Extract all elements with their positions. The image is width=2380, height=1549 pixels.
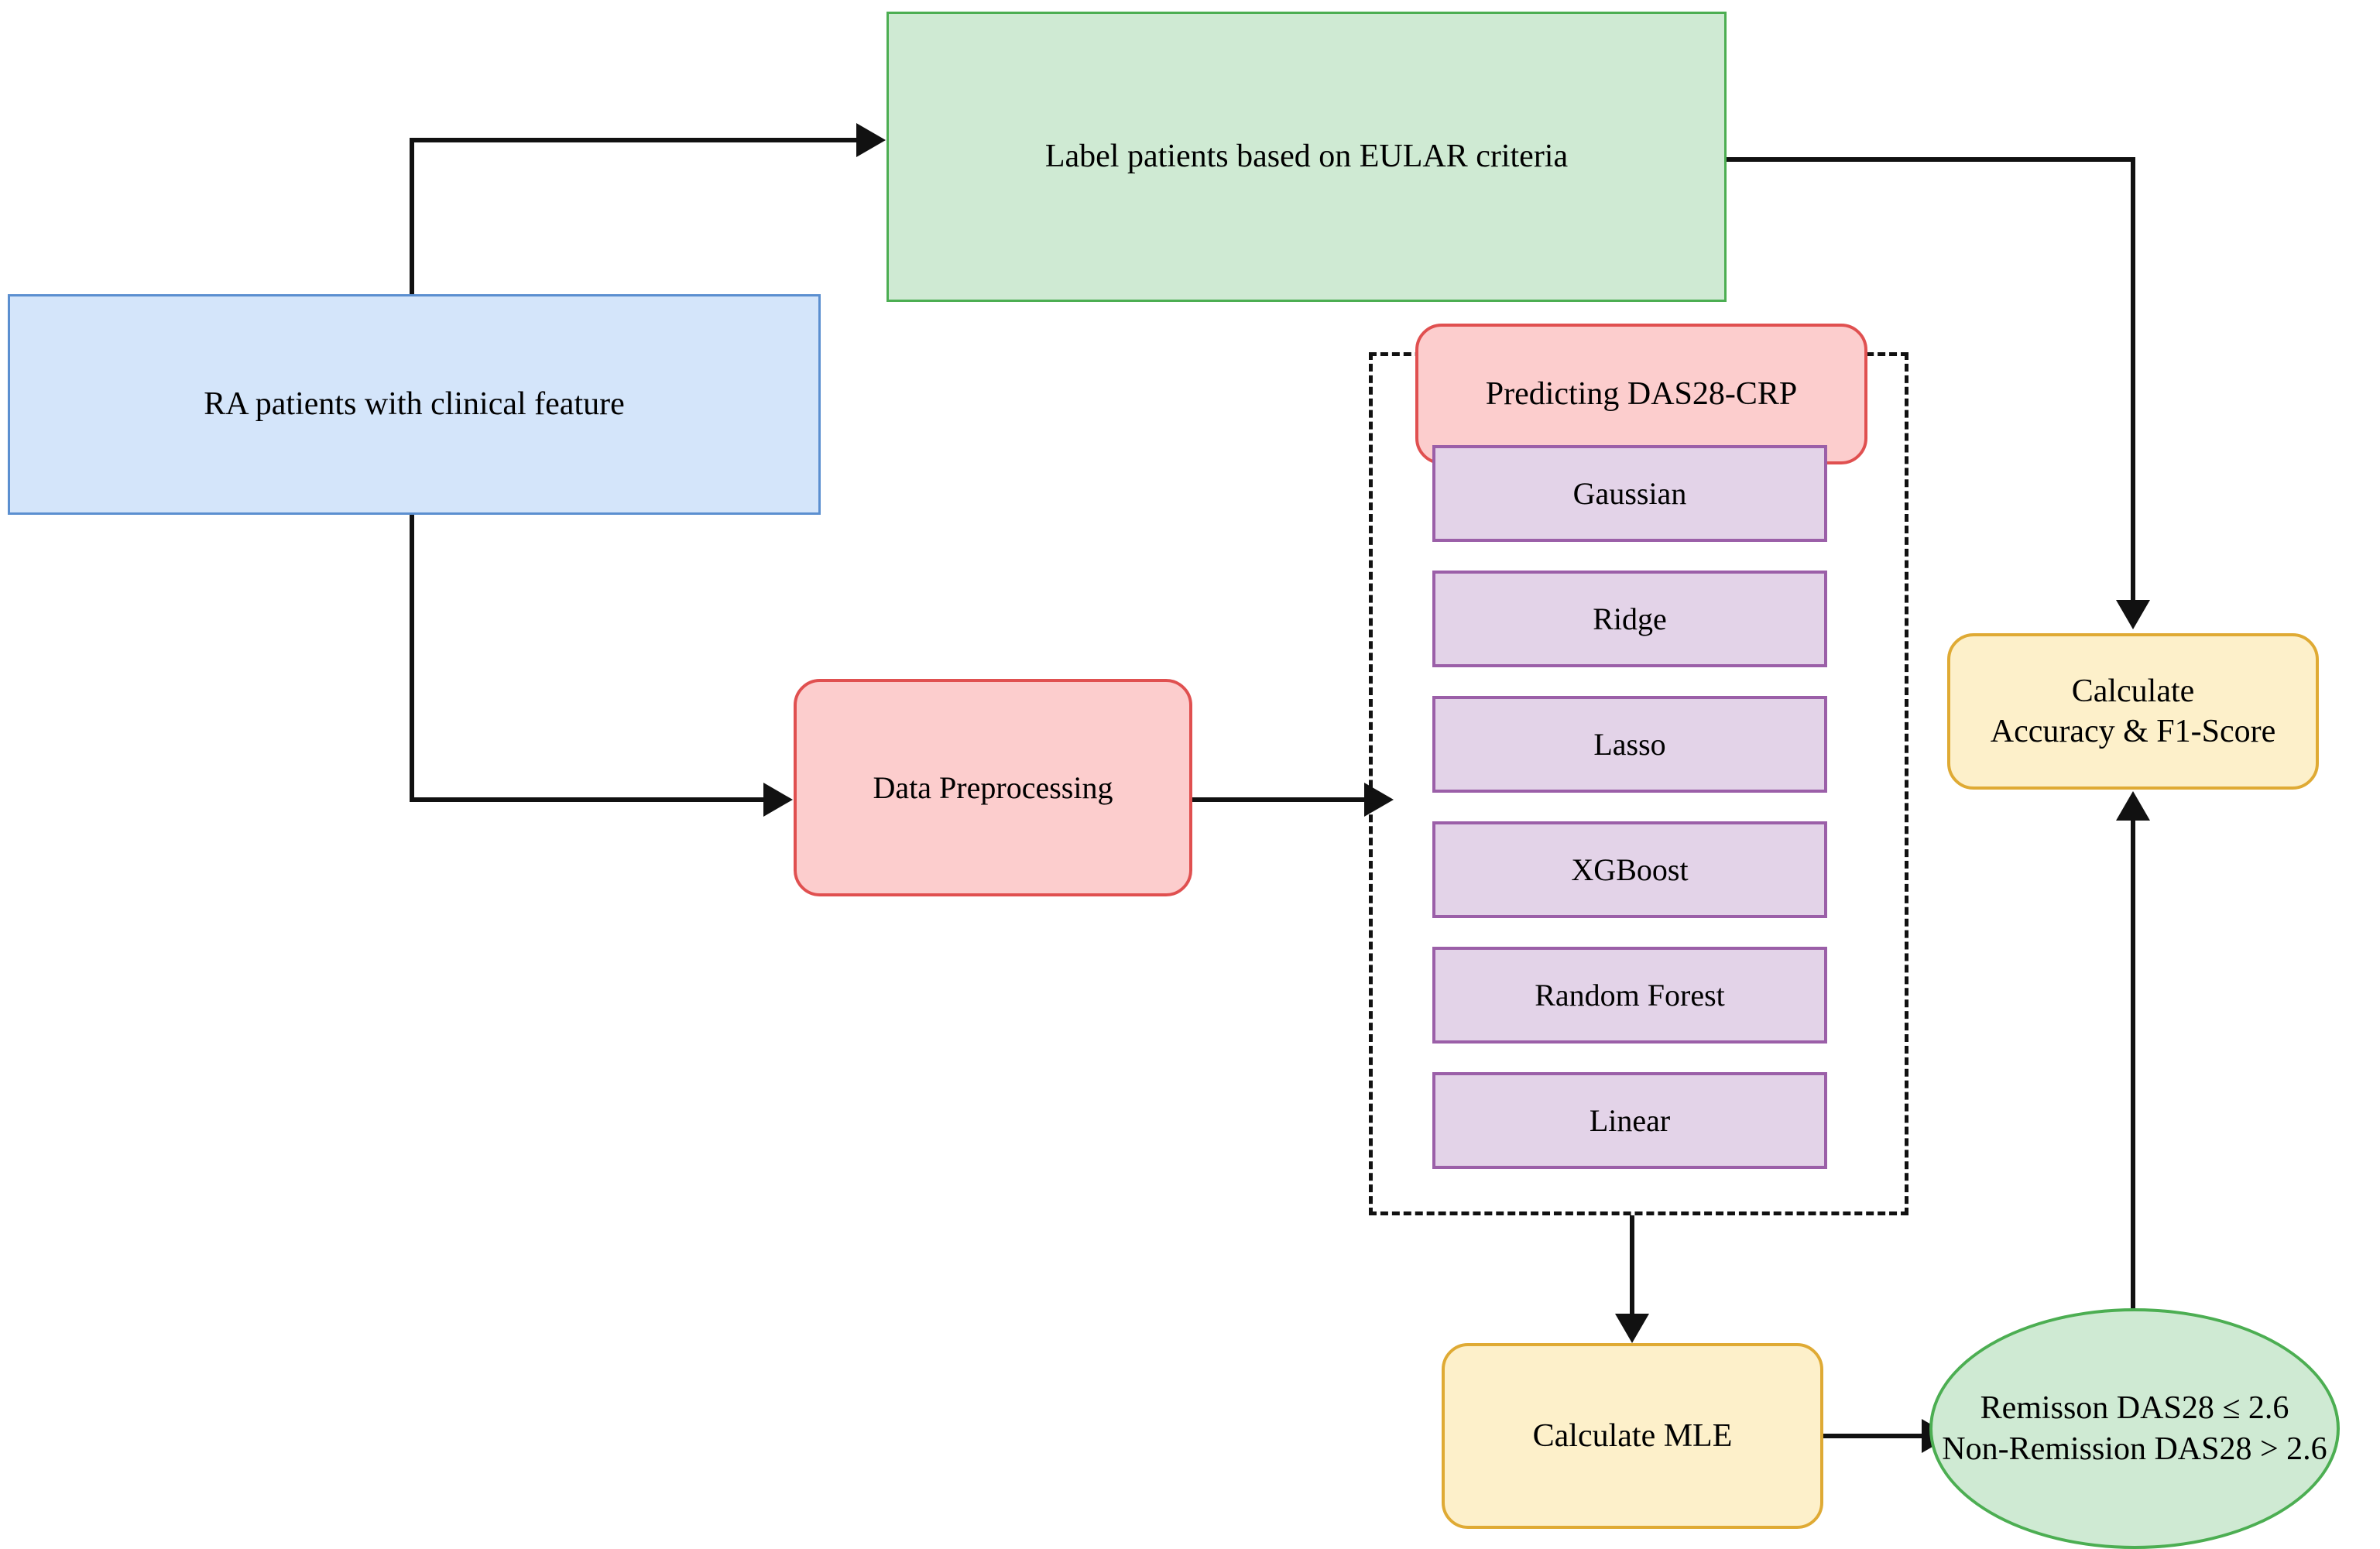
edge-eular-to-accuracy-horizontal	[1727, 157, 2135, 162]
arrowhead-to-eular	[856, 123, 886, 157]
model-box-linear-label: Linear	[1589, 1102, 1671, 1138]
node-calculate-accuracy-line2: Accuracy & F1-Score	[1990, 714, 2276, 749]
model-box-lasso-label: Lasso	[1593, 726, 1666, 762]
node-ra-patients[interactable]: RA patients with clinical feature	[8, 294, 821, 515]
model-box-random-forest-label: Random Forest	[1535, 977, 1725, 1013]
node-data-preprocessing-label: Data Preprocessing	[873, 769, 1113, 805]
arrowhead-to-preprocessing	[763, 783, 793, 817]
node-calculate-accuracy-line1: Calculate	[2071, 673, 2195, 709]
edge-ra-to-preprocessing-horizontal	[410, 797, 766, 802]
edge-eular-to-accuracy-vertical	[2131, 157, 2135, 601]
edge-mle-to-outcome	[1823, 1434, 1924, 1438]
node-outcome-line1: Remisson DAS28 ≤ 2.6	[1980, 1390, 2289, 1426]
model-box-linear[interactable]: Linear	[1432, 1072, 1827, 1169]
edge-preprocessing-to-models	[1192, 797, 1369, 802]
model-box-ridge-label: Ridge	[1593, 601, 1667, 636]
model-box-gaussian-label: Gaussian	[1572, 475, 1687, 511]
node-calculate-mle-label: Calculate MLE	[1532, 1417, 1733, 1454]
arrowhead-to-accuracy-from-outcome	[2116, 791, 2150, 821]
node-label-eular-label: Label patients based on EULAR criteria	[1044, 139, 1569, 175]
edge-outcome-to-accuracy	[2131, 821, 2135, 1316]
node-predicting-das28-crp-label: Predicting DAS28-CRP	[1485, 375, 1798, 412]
edge-models-to-mle	[1630, 1215, 1634, 1316]
node-calculate-mle[interactable]: Calculate MLE	[1442, 1343, 1823, 1529]
model-box-gaussian[interactable]: Gaussian	[1432, 445, 1827, 542]
node-data-preprocessing[interactable]: Data Preprocessing	[794, 679, 1192, 896]
model-box-random-forest[interactable]: Random Forest	[1432, 947, 1827, 1044]
node-outcome-remission[interactable]: Remisson DAS28 ≤ 2.6 Non-Remission DAS28…	[1929, 1308, 2340, 1549]
edge-ra-to-eular-horizontal	[410, 138, 859, 142]
node-predicting-das28-crp[interactable]: Predicting DAS28-CRP	[1415, 324, 1867, 464]
arrowhead-to-accuracy-from-eular	[2116, 600, 2150, 629]
model-box-xgboost-label: XGBoost	[1571, 852, 1689, 887]
node-calculate-accuracy[interactable]: Calculate Accuracy & F1-Score	[1947, 633, 2319, 790]
model-box-ridge[interactable]: Ridge	[1432, 571, 1827, 667]
model-box-xgboost[interactable]: XGBoost	[1432, 821, 1827, 918]
node-outcome-line2: Non-Remission DAS28 > 2.6	[1942, 1431, 2327, 1467]
node-ra-patients-label: RA patients with clinical feature	[204, 386, 625, 423]
model-box-lasso[interactable]: Lasso	[1432, 696, 1827, 793]
arrowhead-to-mle	[1615, 1314, 1649, 1343]
node-label-eular[interactable]: Label patients based on EULAR criteria	[886, 12, 1727, 302]
